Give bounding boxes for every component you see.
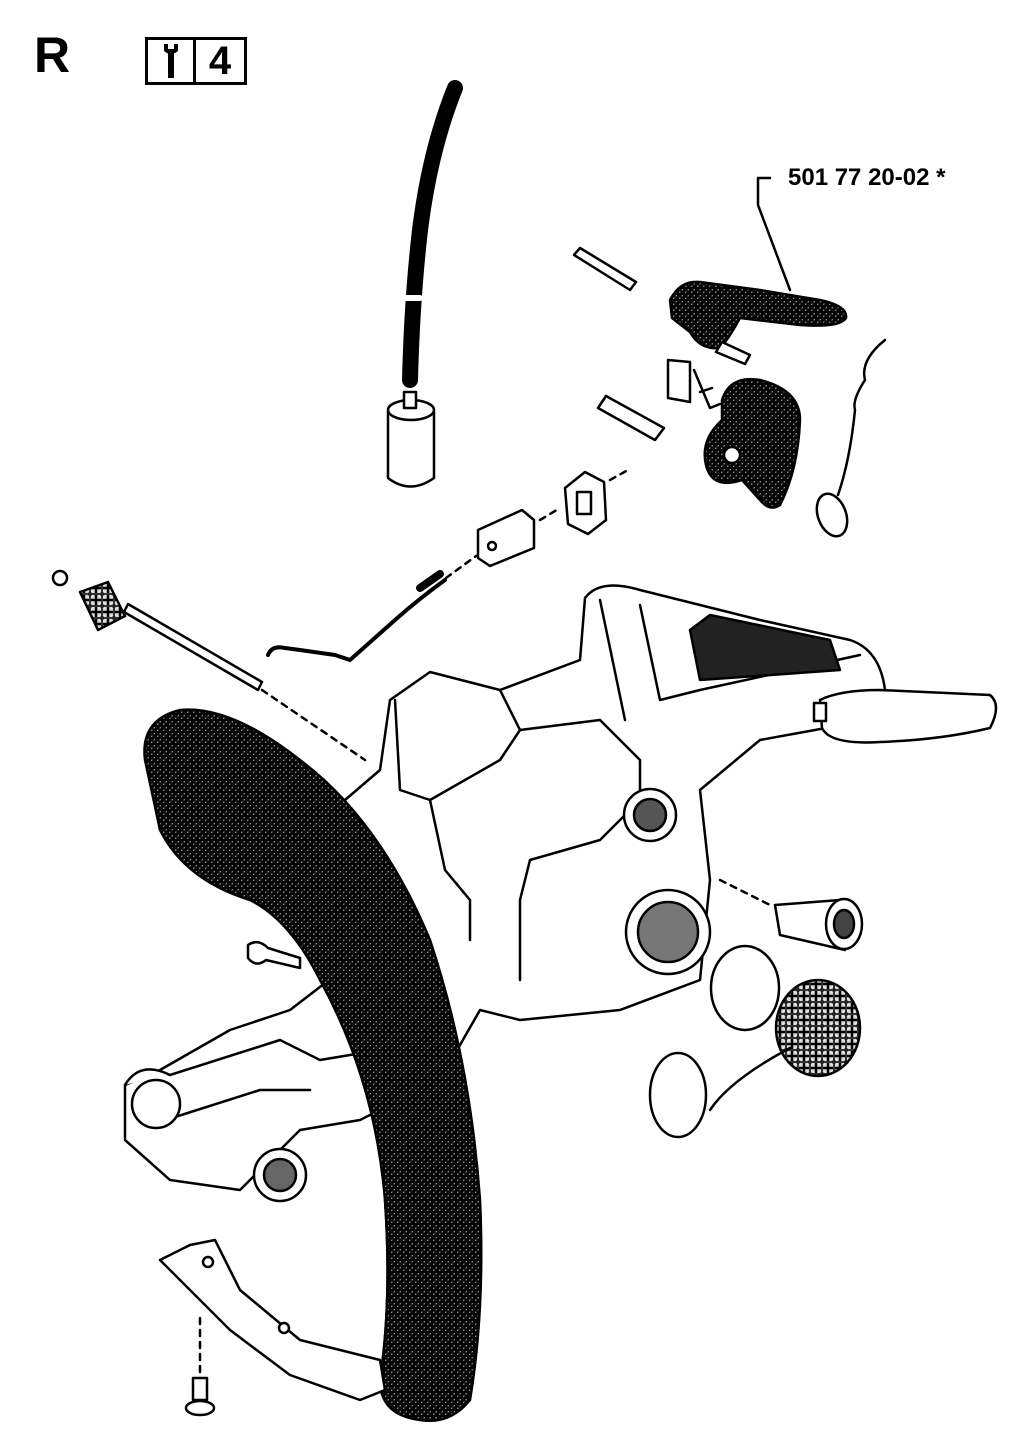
rear-handle-grip [812, 688, 998, 744]
front-handle [143, 708, 483, 1423]
oil-cap-plug [773, 897, 864, 952]
throttle-trigger [703, 377, 802, 509]
throttle-cable [51, 569, 367, 762]
section-letter: R [34, 27, 72, 83]
choke-rod [266, 554, 478, 662]
badge-number: 4 [208, 38, 232, 83]
part-number-label: 501 77 20-02 * [788, 164, 946, 191]
fuel-cap [648, 944, 862, 1139]
handle-bracket [158, 1238, 387, 1402]
bracket-screw [184, 1316, 216, 1417]
throttle-lock-lever [668, 280, 848, 366]
trigger-pin [572, 246, 666, 442]
callout-leader [756, 176, 792, 292]
fuel-filter [386, 390, 436, 488]
choke-slide [476, 508, 536, 568]
fuel-hose [402, 80, 463, 388]
wrench-icon [148, 40, 196, 82]
trigger-spring [666, 358, 722, 410]
trigger-return-spring [815, 338, 887, 538]
handle-screw [246, 940, 302, 970]
tool-badge: 4 [145, 37, 247, 85]
crankcase-housing [123, 584, 887, 1203]
choke-button [563, 470, 608, 536]
